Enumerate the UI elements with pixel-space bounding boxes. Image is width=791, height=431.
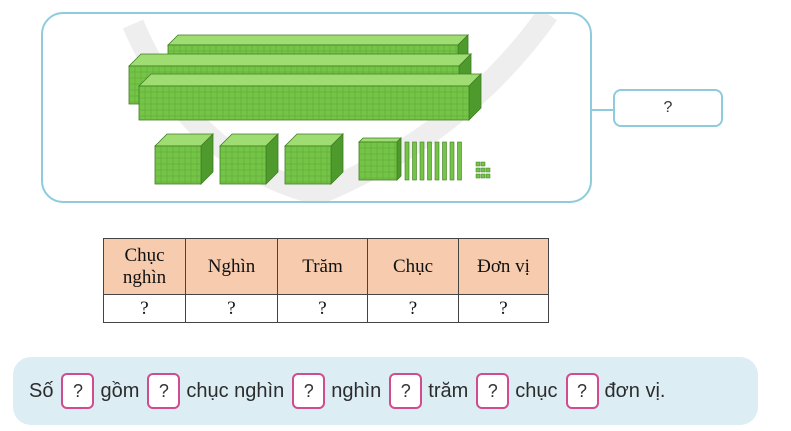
ten-rod	[434, 141, 440, 181]
unit-cube	[485, 173, 491, 179]
answer-box-chuc[interactable]: ?	[476, 373, 510, 409]
header-tram: Trăm	[277, 238, 368, 295]
thousands-row-middle-top	[128, 53, 472, 67]
unit-cube	[475, 167, 481, 173]
unit-cube	[480, 161, 486, 167]
ten-rod	[457, 141, 462, 181]
cell-tram[interactable]: ?	[277, 294, 368, 323]
header-chuc-nghin: Chục nghìn	[103, 238, 186, 295]
table-header-row: Chục nghìn Nghìn Trăm Chục Đơn vị	[103, 238, 549, 295]
unit-cube	[480, 173, 486, 179]
ten-rod	[449, 141, 455, 181]
thousands-row-bottom-top	[138, 73, 482, 87]
cube-1-front	[154, 145, 202, 185]
cell-nghin[interactable]: ?	[185, 294, 278, 323]
ten-rod	[427, 141, 432, 181]
thousands-row-bottom-front	[138, 85, 470, 121]
base-ten-blocks-illustration	[122, 14, 557, 201]
answer-box-nghin[interactable]: ?	[292, 373, 326, 409]
answer-box-tram[interactable]: ?	[389, 373, 423, 409]
cell-chuc[interactable]: ?	[367, 294, 459, 323]
unit-cube	[475, 161, 481, 167]
ten-rod	[404, 141, 410, 181]
ten-rod	[412, 141, 417, 181]
unit-cube	[475, 173, 481, 179]
unit-cube	[480, 167, 486, 173]
ten-rod	[419, 141, 425, 181]
word-nghin: nghìn	[331, 379, 382, 402]
header-chuc: Chục	[367, 238, 459, 295]
number-answer-box[interactable]: ?	[613, 89, 723, 127]
ten-rod	[442, 141, 447, 181]
hundred-flat-front	[358, 141, 398, 181]
header-nghin: Nghìn	[185, 238, 278, 295]
answer-box-chuc-nghin[interactable]: ?	[147, 373, 181, 409]
word-tram: trăm	[428, 379, 469, 402]
word-chuc: chục	[515, 379, 558, 402]
word-so: Số	[29, 379, 54, 402]
cube-2-front	[219, 145, 267, 185]
word-chuc-nghin: chục nghìn	[186, 379, 285, 402]
answer-box-don-vi[interactable]: ?	[565, 373, 599, 409]
cube-3-front	[284, 145, 332, 185]
word-gom: gồm	[100, 379, 140, 402]
cell-chuc-nghin[interactable]: ?	[103, 294, 186, 323]
unit-cube	[485, 167, 491, 173]
thousands-row-top-top	[167, 34, 469, 46]
place-value-table: Chục nghìn Nghìn Trăm Chục Đơn vị ? ? ? …	[103, 238, 549, 323]
hundred-flat-top	[358, 137, 402, 143]
word-don-vi: đơn vị.	[604, 379, 666, 402]
blocks-panel	[41, 12, 592, 203]
table-row: ? ? ? ? ?	[103, 294, 549, 323]
hundred-flat-side	[396, 137, 402, 181]
answer-box-number[interactable]: ?	[61, 373, 95, 409]
cell-don-vi[interactable]: ?	[458, 294, 549, 323]
sentence-bar: Số ? gồm ? chục nghìn ? nghìn ? trăm ? c…	[13, 357, 758, 425]
connector-line	[592, 109, 614, 111]
header-don-vi: Đơn vị	[458, 238, 549, 295]
